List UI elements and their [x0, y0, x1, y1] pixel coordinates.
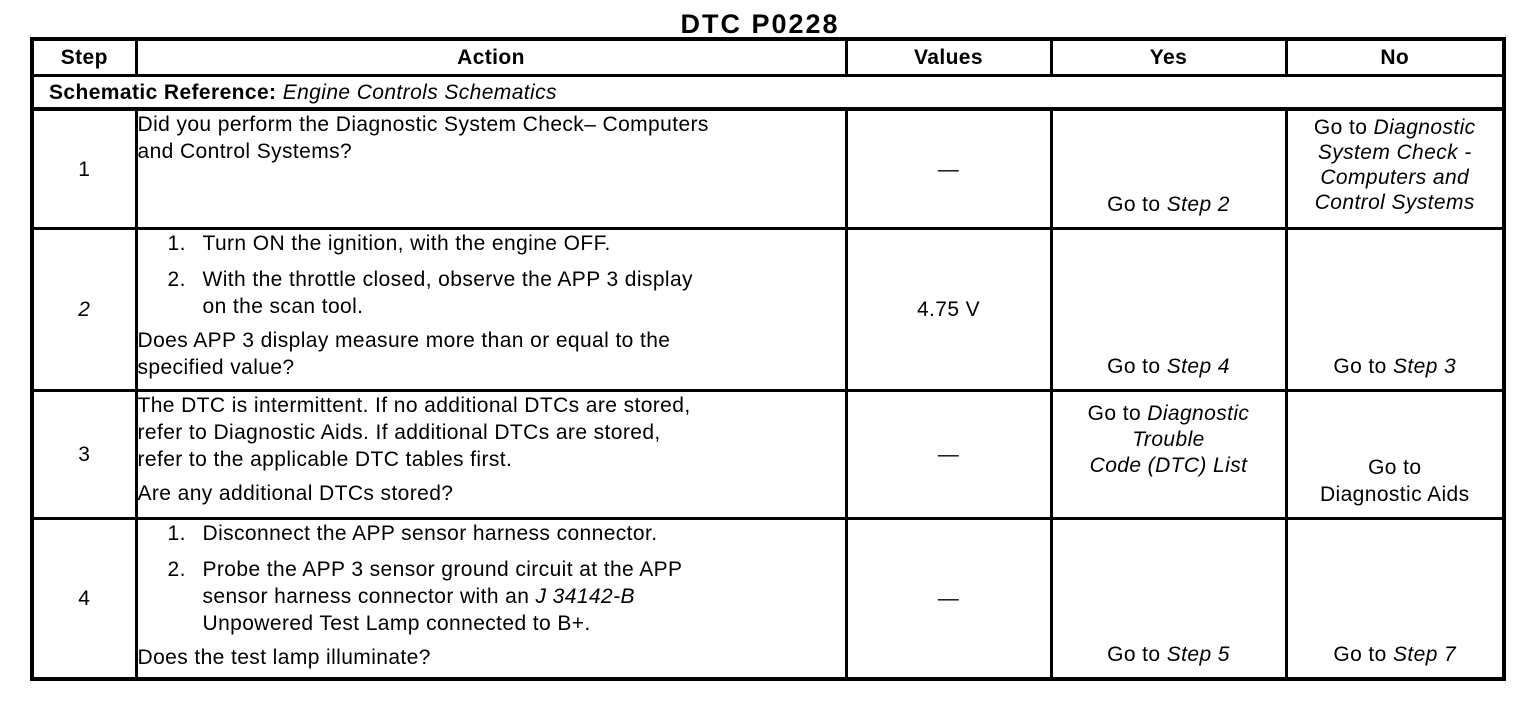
- action-list-item: 2. Probe the APP 3 sensor ground circuit …: [167, 556, 844, 637]
- action-question-line: Does the test lamp illuminate?: [137, 646, 431, 669]
- list-item-text: Probe the APP 3 sensor ground circuit at…: [202, 558, 683, 635]
- action-paragraph-line: refer to the applicable DTC tables first…: [137, 448, 513, 471]
- goto-line: Go to: [1368, 456, 1422, 479]
- schematic-reference-label: Schematic Reference:: [49, 80, 277, 104]
- action-paragraph-line: The DTC is intermittent. If no additiona…: [137, 394, 691, 417]
- step-cell: 2: [30, 227, 138, 392]
- page-title: DTC P0228: [680, 9, 840, 39]
- list-item-text: Disconnect the APP sensor harness connec…: [202, 522, 658, 545]
- goto-prefix: Go to: [1107, 355, 1167, 378]
- goto-target: Step 7: [1392, 643, 1457, 666]
- step-cell: 1: [30, 107, 138, 230]
- goto-target: Step 4: [1166, 355, 1230, 378]
- action-question-line: specified value?: [137, 356, 295, 379]
- yes-cell: Go to Step 5: [1049, 517, 1288, 681]
- no-cell: Go to Diagnostic Aids: [1284, 389, 1506, 520]
- schematic-reference-cell: Schematic Reference: Engine Controls Sch…: [30, 74, 1506, 111]
- goto-line: Computers and: [1320, 166, 1470, 189]
- table-row-step-3: 3 The DTC is intermittent. If no additio…: [30, 389, 1506, 520]
- goto-prefix: Go to: [1313, 116, 1374, 139]
- diagnostic-table: Step Action Values Yes No Schematic Refe…: [30, 37, 1506, 681]
- goto-prefix: Go to: [1107, 643, 1167, 666]
- action-question-line: and Control Systems?: [137, 140, 353, 163]
- goto-line: Trouble: [1132, 428, 1205, 451]
- action-question-line: Did you perform the Diagnostic System Ch…: [137, 113, 709, 136]
- table-row-step-1: 1 Did you perform the Diagnostic System …: [30, 107, 1506, 230]
- goto-line: Code (DTC) List: [1089, 454, 1248, 477]
- action-list-item: 1. Disconnect the APP sensor harness conn…: [167, 521, 844, 547]
- goto-prefix: Go to: [1087, 402, 1148, 425]
- list-item-number: 2.: [167, 268, 186, 291]
- list-item-text: Turn ON the ignition, with the engine OF…: [202, 232, 611, 255]
- action-list-item: 1. Turn ON the ignition, with the engine …: [167, 232, 844, 258]
- schematic-reference-row: Schematic Reference: Engine Controls Sch…: [30, 74, 1506, 111]
- goto-line: System Check -: [1317, 141, 1472, 164]
- list-item-number: 1.: [167, 522, 186, 545]
- goto-line: Diagnostic Aids: [1319, 483, 1470, 506]
- goto-line: Control Systems: [1314, 191, 1475, 214]
- list-item-text: With the throttle closed, observe the AP…: [202, 268, 693, 318]
- action-cell: 1. Turn ON the ignition, with the engine …: [134, 227, 848, 392]
- list-item-number: 2.: [167, 558, 186, 581]
- header-action: Action: [134, 37, 848, 77]
- action-cell: 1. Disconnect the APP sensor harness conn…: [134, 517, 848, 681]
- table-row-step-2: 2 1. Turn ON the ignition, with the engin…: [30, 227, 1506, 392]
- action-cell: The DTC is intermittent. If no additiona…: [134, 389, 848, 520]
- goto-prefix: Go to: [1333, 643, 1393, 666]
- goto-target: Diagnostic: [1373, 116, 1476, 139]
- header-values: Values: [844, 37, 1053, 77]
- step-cell: 3: [30, 389, 138, 520]
- step-cell: 4: [30, 517, 138, 681]
- list-item-number: 1.: [167, 232, 186, 255]
- table-header-row: Step Action Values Yes No: [30, 37, 1506, 77]
- action-list-item: 2. With the throttle closed, observe the …: [167, 266, 844, 320]
- action-question-line: Are any additional DTCs stored?: [137, 482, 454, 505]
- yes-cell: Go to Step 2: [1049, 107, 1288, 230]
- yes-cell: Go to Step 4: [1049, 227, 1288, 392]
- no-cell: Go to Diagnostic System Check - Computer…: [1284, 107, 1506, 230]
- action-cell: Did you perform the Diagnostic System Ch…: [134, 107, 848, 230]
- goto-target: Diagnostic: [1147, 402, 1250, 425]
- header-no: No: [1284, 37, 1506, 77]
- values-cell: —: [844, 389, 1053, 520]
- goto-line: Go to Diagnostic: [1289, 115, 1501, 140]
- yes-cell: Go to Diagnostic Trouble Code (DTC) List: [1049, 389, 1288, 520]
- tool-number: J 34142-B: [535, 585, 635, 608]
- values-cell: 4.75 V: [844, 227, 1053, 392]
- goto-line: Go to Diagnostic: [1054, 401, 1283, 427]
- action-paragraph-line: refer to Diagnostic Aids. If additional …: [137, 421, 661, 444]
- action-question-line: Does APP 3 display measure more than or …: [137, 329, 671, 352]
- goto-prefix: Go to: [1333, 355, 1393, 378]
- table-row-step-4: 4 1. Disconnect the APP sensor harness co…: [30, 517, 1506, 681]
- header-yes: Yes: [1049, 37, 1288, 77]
- schematic-reference-value: Engine Controls Schematics: [282, 80, 557, 104]
- no-cell: Go to Step 7: [1284, 517, 1506, 681]
- values-cell: —: [844, 107, 1053, 230]
- no-cell: Go to Step 3: [1284, 227, 1506, 392]
- goto-target: Step 3: [1392, 355, 1457, 378]
- goto-target: Step 2: [1166, 193, 1230, 216]
- goto-prefix: Go to: [1107, 193, 1167, 216]
- goto-target: Step 5: [1166, 643, 1230, 666]
- header-step: Step: [30, 37, 138, 77]
- values-cell: —: [844, 517, 1053, 681]
